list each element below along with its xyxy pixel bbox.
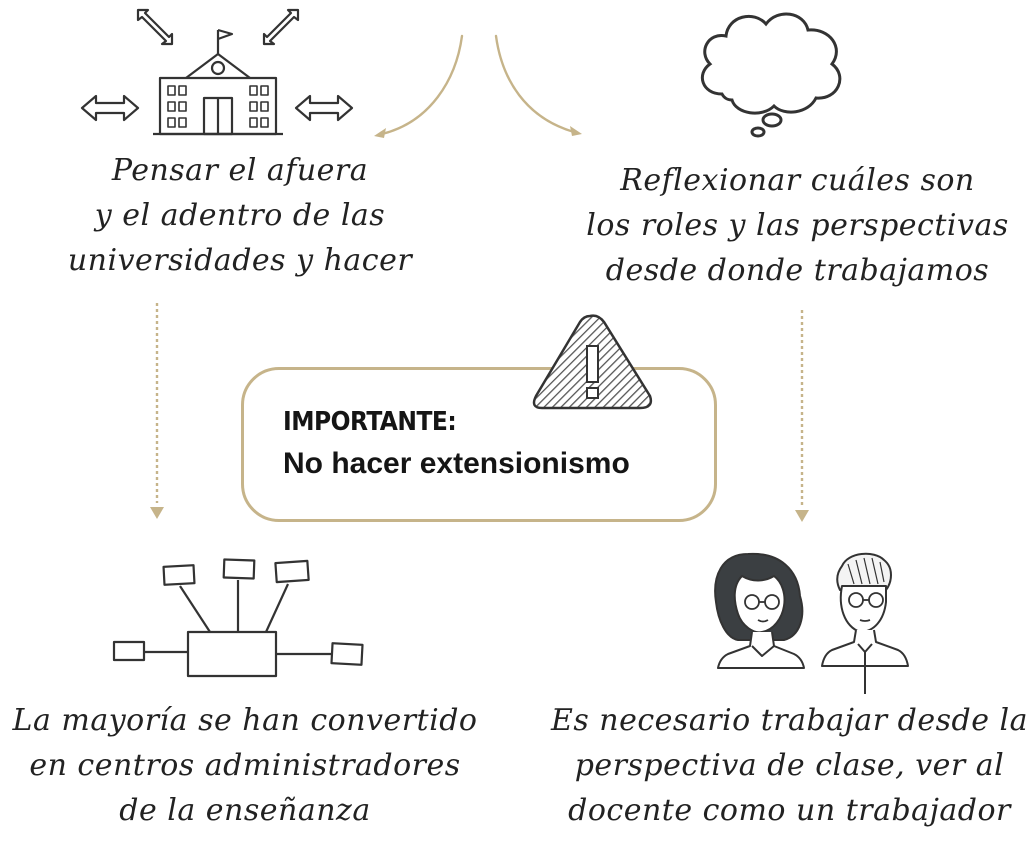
bottom-right-text: Es necesario trabajar desde la perspecti… (550, 698, 1029, 833)
university-building-icon (80, 8, 354, 136)
top-right-line-1: Reflexionar cuáles son (620, 163, 975, 198)
bottom-left-line-1: La mayoría se han convertido (12, 703, 478, 738)
two-people-icon (714, 552, 909, 694)
bottom-right-line-2: perspectiva de clase, ver al (574, 748, 1005, 783)
network-boxes-icon (112, 558, 364, 678)
curved-arrows (374, 34, 582, 138)
bottom-right-line-1: Es necesario trabajar desde la (550, 703, 1029, 738)
important-message: No hacer extensionismo (283, 447, 630, 480)
left-down-arrow (150, 303, 164, 519)
thought-cloud-icon (700, 12, 842, 138)
top-left-line-3: universidades y hacer (67, 243, 413, 278)
top-left-line-2: y el adentro de las (94, 198, 386, 233)
right-down-arrow (795, 310, 809, 522)
bottom-left-text: La mayoría se han convertido en centros … (0, 698, 490, 833)
top-left-text: Pensar el afuera y el adentro de las uni… (40, 148, 440, 283)
warning-triangle-icon (532, 314, 653, 410)
top-right-text: Reflexionar cuáles son los roles y las p… (570, 158, 1025, 293)
top-left-line-1: Pensar el afuera (111, 153, 369, 188)
bottom-right-line-3: docente como un trabajador (568, 793, 1011, 828)
bottom-left-line-3: de la enseñanza (119, 793, 371, 828)
top-right-line-3: desde donde trabajamos (605, 253, 990, 288)
top-right-line-2: los roles y las perspectivas (586, 208, 1009, 243)
bottom-left-line-2: en centros administradores (29, 748, 461, 783)
important-label: IMPORTANTE: (283, 407, 457, 437)
